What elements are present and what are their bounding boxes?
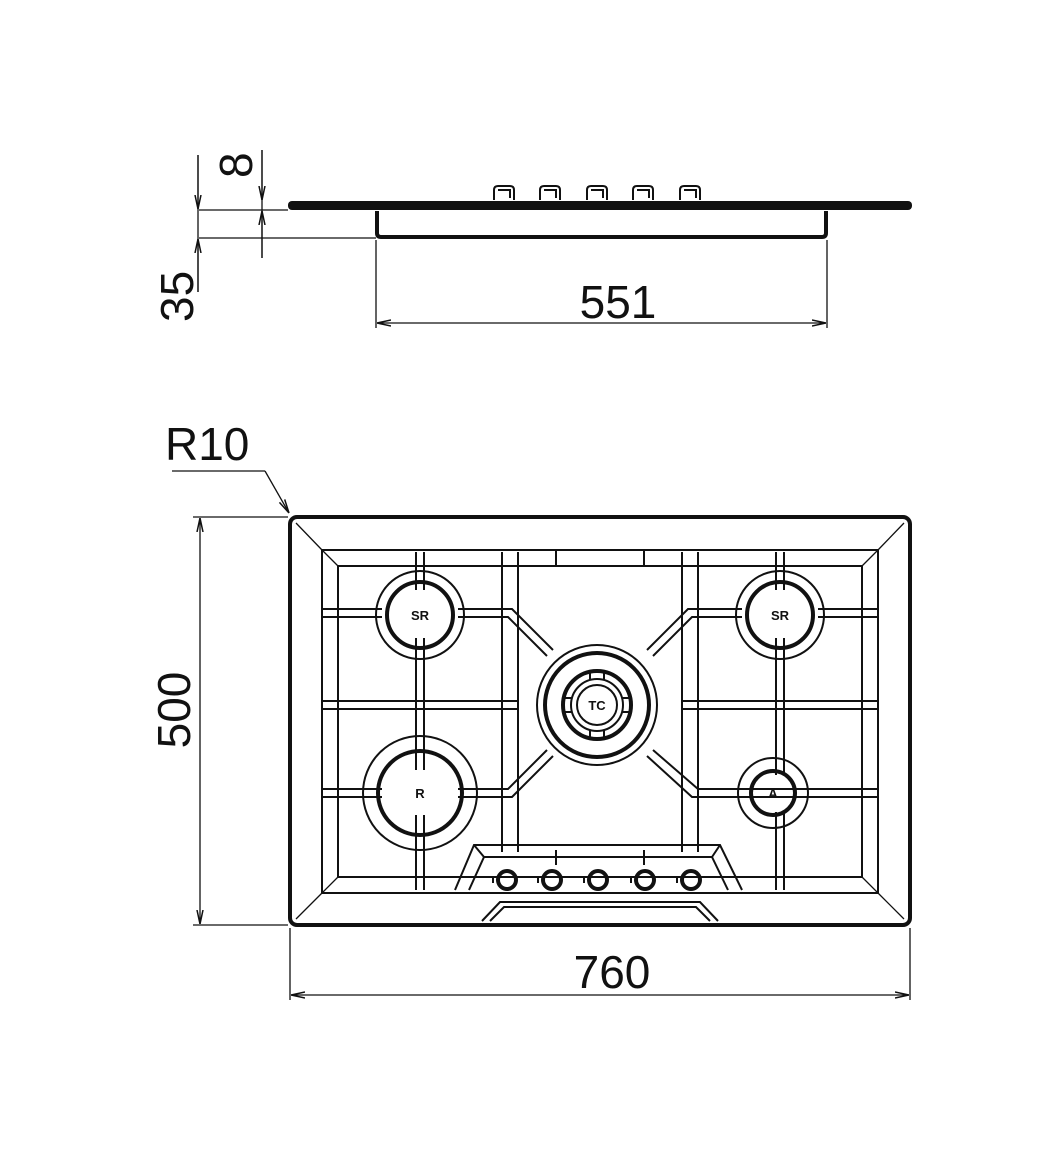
dim-depth: 35 (151, 271, 203, 322)
burner-left-bottom[interactable]: R (362, 735, 478, 851)
hob-outline (288, 515, 912, 927)
grates (322, 552, 878, 890)
dim-cutout-width: 551 (580, 276, 657, 328)
dim-radius: R10 (165, 418, 249, 470)
dim-height: 500 (148, 672, 200, 749)
control-panel (454, 844, 743, 922)
dim-width: 760 (574, 946, 651, 998)
knob-5[interactable] (680, 869, 702, 891)
pan-frame (321, 549, 879, 894)
knobs (492, 869, 702, 891)
burner-label: TC (588, 698, 606, 713)
burner-left-top[interactable]: SR (375, 570, 465, 660)
top-view: R10 SR R (148, 418, 912, 1000)
knob-1[interactable] (496, 869, 518, 891)
burner-label: R (415, 786, 425, 801)
burner-right-bottom[interactable]: A (737, 757, 809, 829)
knob-3[interactable] (587, 869, 609, 891)
burner-right-top[interactable]: SR (735, 570, 825, 660)
side-view: 8 35 551 (151, 150, 912, 328)
knob-2[interactable] (541, 869, 563, 891)
burner-pan (375, 211, 828, 239)
knob-4[interactable] (634, 869, 656, 891)
burner-label: SR (411, 608, 430, 623)
side-knobs (493, 185, 701, 200)
burner-center[interactable]: TC (536, 644, 658, 766)
burner-label: SR (771, 608, 790, 623)
burner-label: A (768, 786, 778, 801)
glass-plate (288, 201, 912, 210)
dim-thickness: 8 (210, 152, 262, 178)
